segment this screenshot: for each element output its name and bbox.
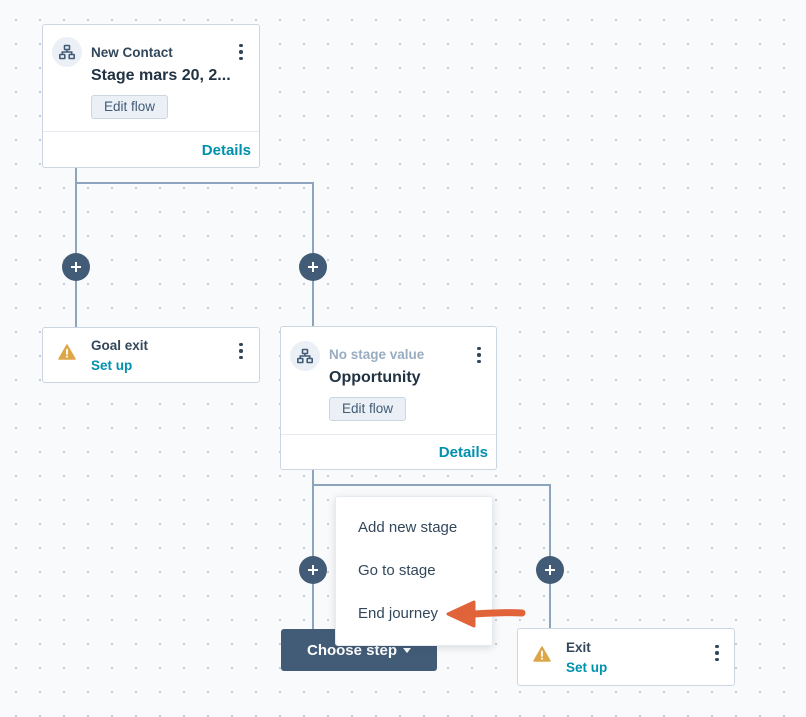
edit-flow-button[interactable]: Edit flow (91, 95, 169, 119)
more-options-icon[interactable] (235, 341, 247, 361)
add-step-button-right[interactable] (299, 253, 327, 281)
plus-icon (545, 565, 555, 575)
details-link[interactable]: Details (201, 142, 251, 159)
exit-title: Exit (566, 640, 591, 655)
card-divider (281, 434, 496, 435)
details-link[interactable]: Details (438, 444, 488, 461)
more-options-icon[interactable] (711, 643, 723, 663)
stage-subtitle: No stage value (329, 347, 425, 362)
set-up-link[interactable]: Set up (91, 358, 133, 373)
plus-icon (308, 565, 318, 575)
stage-card-new-contact[interactable]: New Contact Stage mars 20, 2... Edit flo… (42, 24, 260, 168)
caret-down-icon (403, 647, 411, 653)
menu-item-add-new-stage[interactable]: Add new stage (358, 519, 458, 536)
stage-title: Opportunity (329, 369, 421, 386)
stage-subtitle: New Contact (91, 45, 173, 60)
more-options-icon[interactable] (235, 42, 247, 62)
edit-flow-button[interactable]: Edit flow (329, 397, 407, 421)
plus-icon (71, 262, 81, 272)
stage-card-opportunity[interactable]: No stage value Opportunity Edit flow Det… (280, 326, 497, 470)
workflow-icon (290, 341, 320, 371)
warning-icon (58, 344, 76, 360)
more-options-icon[interactable] (473, 345, 485, 365)
goal-exit-title: Goal exit (91, 338, 149, 353)
card-divider (43, 131, 259, 132)
exit-card[interactable]: Exit Set up (517, 628, 735, 686)
warning-icon (533, 646, 551, 662)
menu-item-go-to-stage[interactable]: Go to stage (358, 562, 436, 579)
menu-item-end-journey[interactable]: End journey (358, 605, 439, 622)
add-step-button-left[interactable] (299, 556, 327, 584)
plus-icon (308, 262, 318, 272)
annotation-arrow-icon (446, 600, 526, 628)
add-step-button-right[interactable] (536, 556, 564, 584)
stage-title: Stage mars 20, 2... (91, 67, 231, 84)
add-step-button-left[interactable] (62, 253, 90, 281)
goal-exit-card[interactable]: Goal exit Set up (42, 327, 260, 383)
set-up-link[interactable]: Set up (566, 660, 608, 675)
workflow-icon (52, 37, 82, 67)
